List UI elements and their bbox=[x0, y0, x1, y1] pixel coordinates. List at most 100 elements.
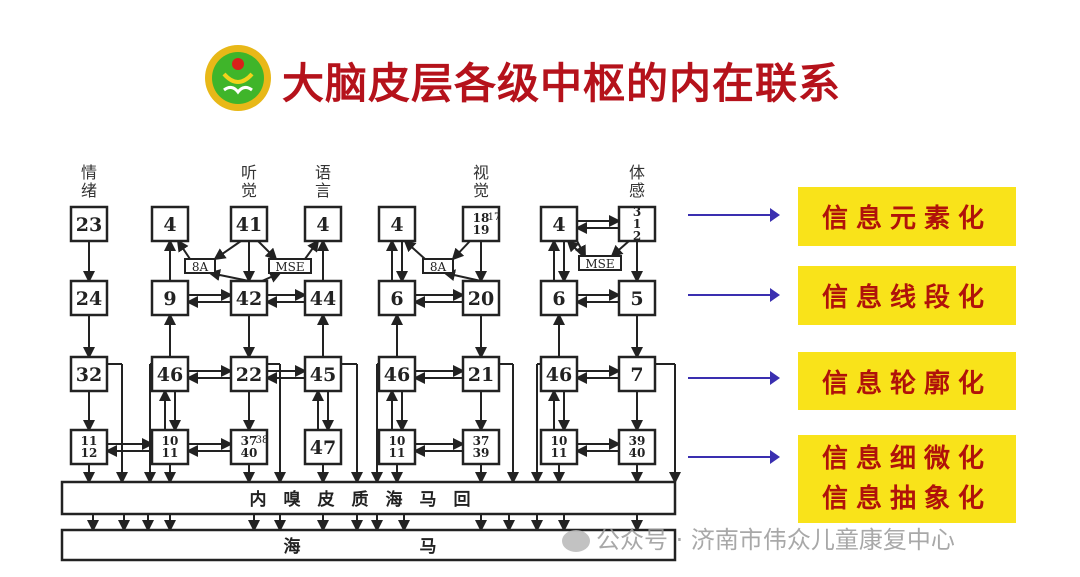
box-label: 12 bbox=[81, 446, 98, 460]
stage-arrow bbox=[688, 208, 780, 222]
relay-label: 8A bbox=[192, 260, 209, 274]
column-label: 绪 bbox=[81, 181, 97, 200]
box-label: 10 bbox=[389, 434, 406, 448]
page-title: 大脑皮层各级中枢的内在联系 bbox=[282, 59, 842, 108]
connection-arrow bbox=[403, 239, 426, 260]
box-label: 39 bbox=[629, 434, 646, 448]
box-label: 45 bbox=[310, 364, 336, 386]
watermark-text: 公众号 · 济南市伟众儿童康复中心 bbox=[596, 526, 955, 554]
box-label: 39 bbox=[473, 446, 490, 460]
box-label: 3 bbox=[633, 205, 641, 219]
stage-label: 信息细微化 bbox=[821, 444, 992, 474]
connection-arrow bbox=[304, 239, 320, 260]
cortex-area-box: 41 bbox=[229, 205, 269, 243]
connection-arrow bbox=[208, 269, 250, 282]
relay-label: MSE bbox=[585, 257, 614, 271]
cortex-area-box: 44 bbox=[303, 279, 343, 317]
box-label: 24 bbox=[76, 288, 102, 310]
stage-label: 信息抽象化 bbox=[821, 484, 992, 514]
box-label: 4 bbox=[552, 214, 565, 236]
cortex-area-box: 20 bbox=[461, 279, 501, 317]
box-label: 18 bbox=[473, 211, 490, 225]
stage-tag-segments: 信息线段化 bbox=[798, 266, 1016, 325]
cortex-area-box: 21 bbox=[461, 355, 501, 393]
cortex-area-box: 23 bbox=[69, 205, 109, 243]
cortex-area-box: 24 bbox=[69, 279, 109, 317]
cortex-area-box: 4 bbox=[150, 205, 190, 243]
box-label: 42 bbox=[236, 288, 262, 310]
connection-arrow bbox=[261, 271, 282, 283]
relay-node: 8A bbox=[184, 258, 216, 274]
cortex-area-box: 4 bbox=[377, 205, 417, 243]
stage-arrow bbox=[688, 288, 780, 302]
relay-node: MSE bbox=[268, 258, 312, 274]
box-label: 47 bbox=[310, 437, 336, 459]
box-label: 46 bbox=[157, 364, 183, 386]
connection-arrow bbox=[213, 240, 242, 261]
box-label: 40 bbox=[629, 446, 646, 460]
stage-arrow bbox=[688, 450, 780, 464]
cortex-area-box: 32 bbox=[69, 355, 109, 393]
cortex-area-box: 46 bbox=[150, 355, 190, 393]
stage-tag-elements: 信息元素化 bbox=[798, 187, 1016, 246]
relay-node: 8A bbox=[422, 258, 454, 274]
cortex-area-box: 5 bbox=[617, 279, 657, 317]
cortex-area-box: 9 bbox=[150, 279, 190, 317]
box-label: 21 bbox=[468, 364, 494, 386]
relay-node: MSE bbox=[578, 255, 622, 271]
box-sup-label: 38 bbox=[256, 435, 269, 446]
box-label: 11 bbox=[389, 446, 406, 460]
box-sup-label: 17 bbox=[488, 212, 501, 223]
box-label: 37 bbox=[241, 434, 258, 448]
connection-arrow bbox=[176, 239, 191, 260]
box-label: 37 bbox=[473, 434, 490, 448]
box-label: 22 bbox=[236, 364, 262, 386]
cortex-area-box: 46 bbox=[377, 355, 417, 393]
connection-arrow bbox=[451, 240, 471, 261]
logo bbox=[205, 45, 271, 111]
column-label: 语 bbox=[315, 163, 331, 182]
connection-arrow bbox=[257, 240, 278, 261]
stage-arrow bbox=[688, 371, 780, 385]
box-label: 1 bbox=[633, 217, 641, 231]
connection-arrow bbox=[610, 240, 630, 258]
cortex-area-box: 6 bbox=[377, 279, 417, 317]
box-label: 11 bbox=[81, 434, 98, 448]
relay-label: 8A bbox=[430, 260, 447, 274]
column-label: 情 bbox=[81, 163, 97, 182]
box-label: 41 bbox=[236, 214, 262, 236]
entorhinal-bar bbox=[60, 480, 677, 516]
wechat-icon bbox=[562, 530, 590, 552]
box-label: 46 bbox=[546, 364, 572, 386]
hippocampus-label: 海 马 bbox=[284, 536, 437, 557]
column-label: 觉 bbox=[241, 181, 257, 200]
box-label: 19 bbox=[473, 223, 490, 237]
watermark: 公众号 · 济南市伟众儿童康复中心 bbox=[562, 520, 955, 555]
stage-tag-contour: 信息轮廓化 bbox=[798, 352, 1016, 410]
cortex-area-box: 312 bbox=[617, 205, 657, 243]
cortex-area-box: 22 bbox=[229, 355, 269, 393]
connection-arrow bbox=[566, 239, 584, 257]
box-label: 4 bbox=[390, 214, 403, 236]
connection-arrow bbox=[443, 269, 482, 282]
box-label: 6 bbox=[552, 288, 565, 310]
column-label: 体 bbox=[629, 163, 645, 182]
cortex-area-box: 4 bbox=[539, 205, 579, 243]
box-label: 4 bbox=[163, 214, 176, 236]
box-label: 7 bbox=[630, 364, 643, 386]
box-label: 2 bbox=[633, 229, 641, 243]
box-label: 32 bbox=[76, 364, 102, 386]
box-label: 23 bbox=[76, 214, 102, 236]
box-label: 46 bbox=[384, 364, 410, 386]
box-label: 40 bbox=[241, 446, 258, 460]
column-label: 觉 bbox=[473, 181, 489, 200]
cortex-area-box: 42 bbox=[229, 279, 269, 317]
